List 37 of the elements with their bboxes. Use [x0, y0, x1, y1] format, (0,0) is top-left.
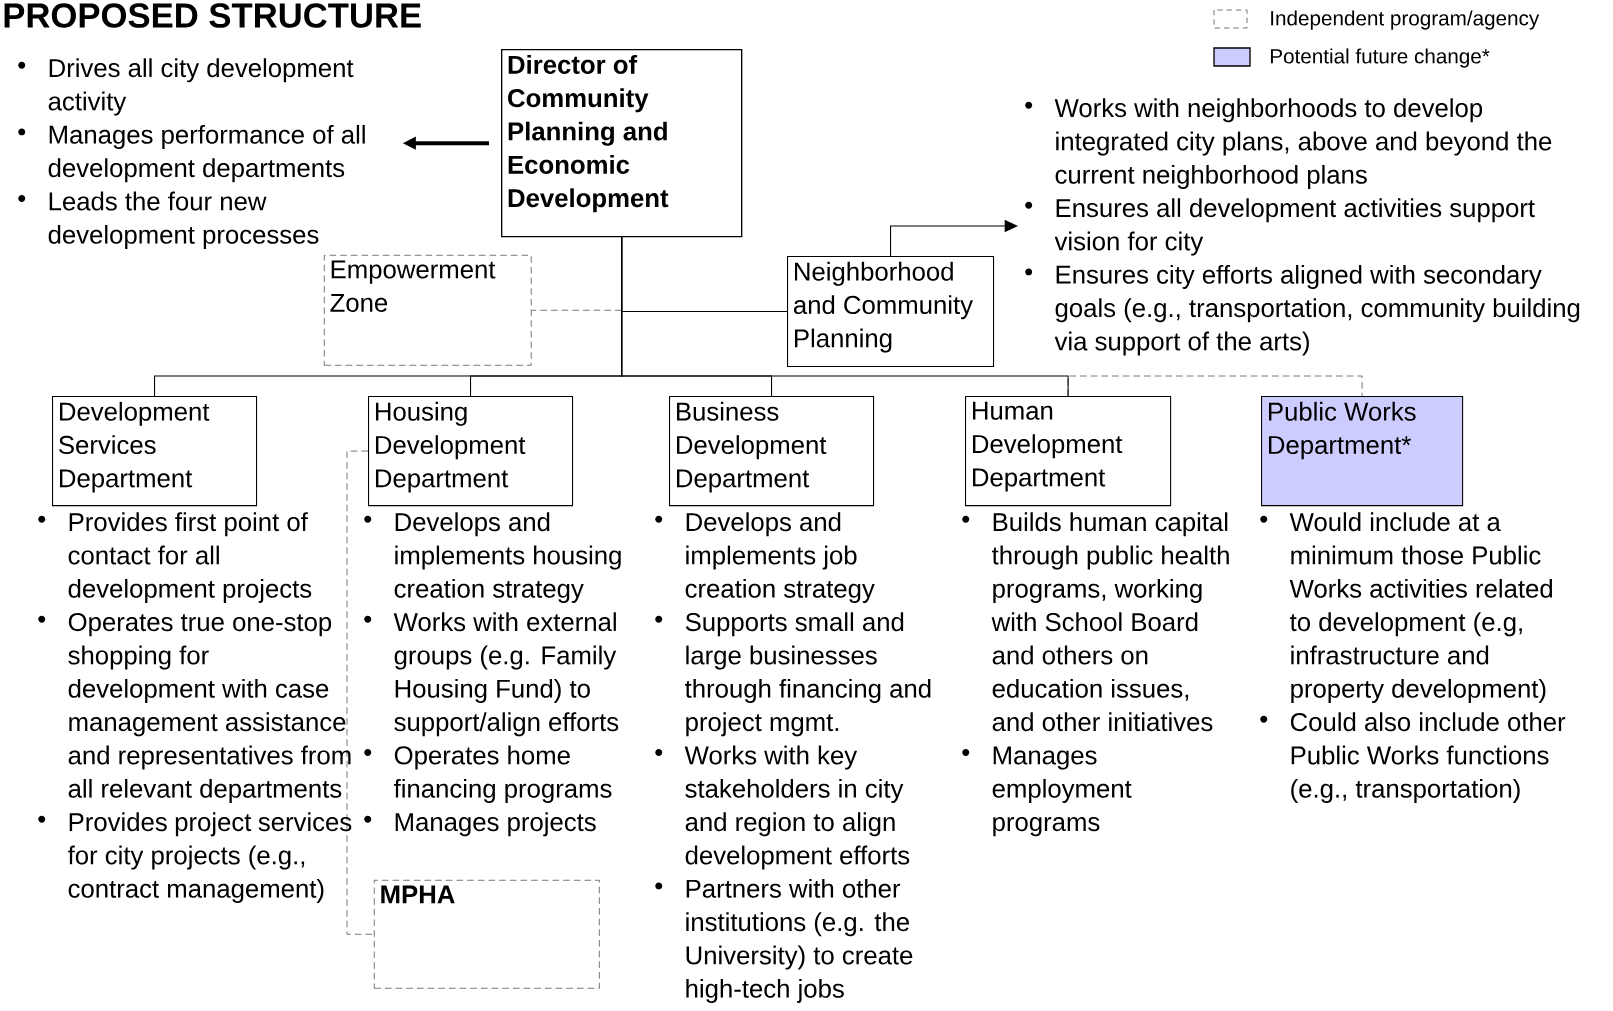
- bullet-item: Partners with other institutions (e.g. the University) to create high-tech jobs: [655, 878, 913, 1003]
- bullet-item: Builds human capital through public health programs, working with School Board and others on education issues, and other initiatives: [962, 512, 1229, 732]
- department-box: Housing Development Department: [368, 396, 574, 507]
- bullet-item: Provides first point of contact for all development projects: [38, 512, 312, 603]
- connector-line: [531, 310, 622, 311]
- connector-line: [1067, 375, 1363, 397]
- bullet-item: Operates true one-stop shopping for development with case management assistance and representatives from all relevant departments: [38, 612, 351, 803]
- program-box: Empowerment Zone: [324, 255, 532, 366]
- department-box: Public Works Department*: [1261, 396, 1464, 507]
- bullet-item: Could also include other Public Works functions (e.g., transportation): [1260, 712, 1566, 803]
- agency-box: MPHA: [374, 880, 600, 989]
- bullet-item: Manages performance of all development departments: [18, 124, 365, 183]
- legend-label: Independent program/agency: [1271, 10, 1540, 30]
- title: PROPOSED STRUCTURE: [4, 3, 421, 28]
- bullet-item: Develops and implements job creation strategy: [655, 512, 875, 603]
- connector-line: [346, 450, 375, 935]
- bullet-item: Works with key stakeholders in city and region to align development efforts: [655, 745, 910, 870]
- department-box: Business Development Department: [669, 396, 875, 507]
- bullet-item: Leads the four new development processes: [18, 191, 319, 249]
- department-box: Human Development Department: [965, 396, 1172, 507]
- department-box: Development Services Department: [52, 396, 258, 507]
- bullet-item: Manages projects: [364, 812, 596, 837]
- department-box: Neighborhood and Community Planning: [787, 256, 995, 368]
- director-box: Director of Community Planning and Economic Development: [501, 49, 743, 238]
- bullet-item: Operates home financing programs: [364, 745, 612, 803]
- bullet-item: Ensures all development activities support vision for city: [1025, 198, 1535, 256]
- bullet-item: Provides project services for city projects (e.g., contract management): [38, 812, 352, 903]
- bullet-item: Works with neighborhoods to develop integrated city plans, above and beyond the current neighborhood plans: [1025, 98, 1552, 189]
- bullet-item: Develops and implements housing creation strategy: [364, 512, 621, 603]
- bullet-item: Drives all city development activity: [18, 58, 354, 116]
- legend-label: Potential future change*: [1271, 48, 1490, 68]
- bullet-item: Would include at a minimum those Public Works activities related to development (e.g, infrastructure and property development): [1260, 512, 1552, 703]
- bullet-item: Works with external groups (e.g. Family Housing Fund) to support/align efforts: [364, 612, 619, 737]
- arrow: [890, 219, 1018, 257]
- bullet-item: Supports small and large businesses through financing and project mgmt.: [655, 612, 931, 737]
- bullet-item: Manages employment programs: [962, 746, 1132, 837]
- bullet-item: Ensures city efforts aligned with secondary goals (e.g., transportation, community building via support of the arts): [1025, 264, 1580, 356]
